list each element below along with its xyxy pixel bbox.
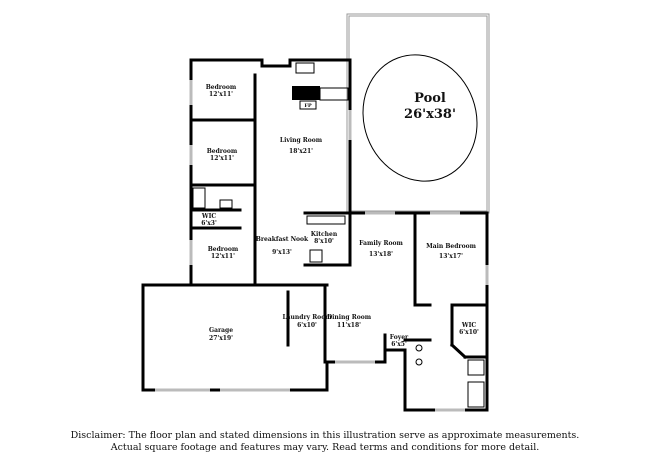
- pool-outline: [362, 54, 478, 182]
- disclaimer-line-2: Actual square footage and features may v…: [110, 442, 540, 453]
- room-size: 6'x5': [391, 341, 407, 348]
- room-size: 13'x17': [439, 253, 463, 260]
- room-name: Bedroom: [206, 84, 237, 91]
- room-name: Family Room: [359, 240, 403, 247]
- room-size: 8'x10': [314, 238, 334, 245]
- sink: [295, 62, 315, 74]
- room-size: 13'x18': [369, 251, 393, 258]
- pool-size: 26'x38': [404, 107, 456, 122]
- room-size: 27'x19': [209, 335, 233, 342]
- shower: [467, 359, 485, 376]
- stove: [309, 249, 323, 263]
- room-name: Foyer: [390, 334, 409, 341]
- room-name: Bedroom: [207, 148, 238, 155]
- room-name: Laundry Room: [282, 314, 332, 321]
- room-name: WIC: [461, 322, 477, 329]
- room-size: 9'x13': [272, 249, 292, 256]
- windows: [155, 80, 489, 412]
- bathtub: [319, 87, 349, 101]
- bathtub: [467, 381, 485, 408]
- room-name: Living Room: [280, 137, 323, 144]
- room-size: 12'x11': [211, 253, 235, 260]
- room-size: 12'x11': [209, 91, 233, 98]
- room-labels: Bedroom 12'x11' Bedroom 12'x11' WIC 6'x3…: [201, 84, 479, 348]
- disclaimer-line-1: Disclaimer: The floor plan and stated di…: [70, 430, 580, 441]
- pool-area: Pool 26'x38': [346, 13, 490, 214]
- room-size: 18'x21': [289, 148, 313, 155]
- room-size: 6'x3': [201, 220, 217, 227]
- room-name: Dining Room: [327, 314, 372, 321]
- walls: [141, 58, 489, 412]
- room-size: 12'x11': [210, 155, 234, 162]
- sink: [219, 199, 233, 209]
- room-name: Main Bedroom: [426, 243, 477, 250]
- kitchen-counter: [306, 215, 346, 225]
- room-name: Breakfast Nook: [256, 236, 309, 243]
- room-size: 6'x10': [459, 329, 479, 336]
- room-name: WIC: [201, 213, 217, 220]
- fireplace: [292, 86, 320, 100]
- room-name: Garage: [209, 327, 233, 334]
- room-size: 11'x18': [337, 322, 361, 329]
- fireplace-label: FP: [304, 103, 312, 109]
- room-size: 6'x10': [297, 322, 317, 329]
- pool-name: Pool: [414, 91, 446, 106]
- room-name: Kitchen: [311, 231, 338, 238]
- room-name: Bedroom: [208, 246, 239, 253]
- bathtub: [192, 187, 206, 209]
- fixtures: FP: [192, 62, 485, 408]
